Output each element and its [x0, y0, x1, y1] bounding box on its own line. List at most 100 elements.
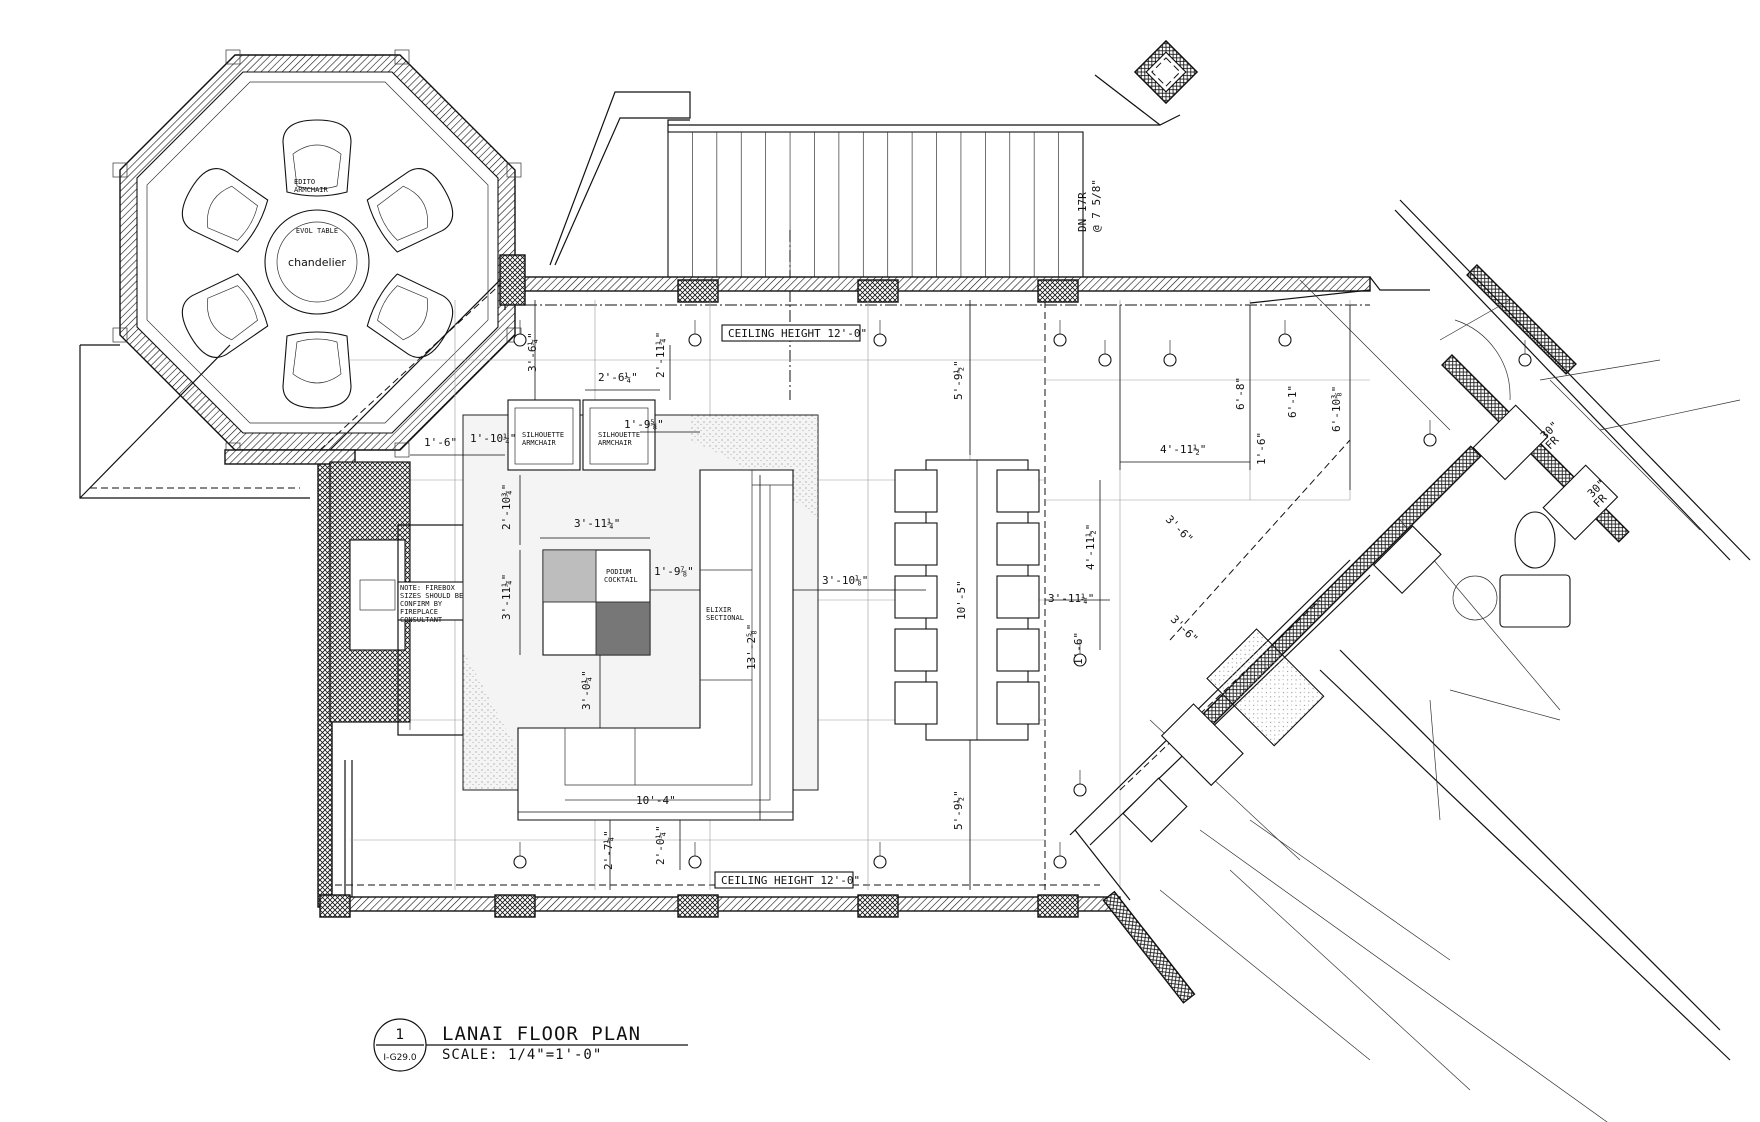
light-fixture [1098, 353, 1112, 367]
armchair [181, 273, 269, 358]
dining-armchairs: EDITO ARMCHAIR [181, 119, 454, 409]
light-fixture [1423, 433, 1437, 447]
firebox-note-3: CONFIRM BY [400, 600, 443, 608]
light-fixture [688, 333, 702, 347]
bar-stool [894, 522, 938, 566]
dimension-label: 10'-5" [955, 580, 968, 620]
silhouette-armchair-label-3: SILHOUETTE [598, 431, 640, 439]
bar-stool [996, 681, 1040, 725]
chandelier-label: chandelier [288, 256, 346, 269]
drawing-scale: SCALE: 1/4"=1'-0" [442, 1047, 602, 1063]
dimension-label: 5'-9½" [952, 790, 965, 830]
armchair [366, 168, 454, 253]
firebox-note: NOTE: FIREBOX [400, 584, 456, 592]
bar-stool [996, 628, 1040, 672]
dimension-label: 1'-6" [1072, 632, 1085, 665]
bar-stool [894, 575, 938, 619]
ceiling-height-bottom: CEILING HEIGHT 12'-0" [721, 874, 860, 887]
light-fixture [1073, 783, 1087, 797]
evol-table-label: EVOL TABLE [296, 227, 338, 235]
angled-wing-walls: 30" FR 30" FR [1069, 199, 1751, 1122]
dimension-label: 6'-1" [1286, 385, 1299, 418]
silhouette-armchair-label-2: ARMCHAIR [522, 439, 557, 447]
dimension-label: 1'-6" [1255, 432, 1268, 465]
elixir-label: ELIXIR [706, 606, 732, 614]
armchair [181, 168, 269, 253]
drawing-title-block: 1 I-G29.0 LANAI FLOOR PLAN SCALE: 1/4"=1… [373, 1018, 688, 1072]
ceiling-height-tags: CEILING HEIGHT 12'-0" CEILING HEIGHT 12'… [714, 324, 867, 889]
light-fixtures [513, 320, 1532, 869]
bar-stool [996, 522, 1040, 566]
stair-note-2: @ 7 5/8" [1090, 179, 1103, 232]
dimension-label: 2'-10¾" [500, 484, 513, 530]
armchair [282, 331, 352, 409]
sheet-reference: I-G29.0 [383, 1053, 417, 1063]
silhouette-armchairs: SILHOUETTE ARMCHAIR SILHOUETTE ARMCHAIR [507, 399, 656, 471]
light-fixture [513, 855, 527, 869]
dimension-label: 3'-11¼" [1048, 592, 1094, 605]
dimension-label: 3'-6" [1163, 513, 1196, 546]
light-fixture [1163, 353, 1177, 367]
dimension-label: 10'-4" [636, 794, 676, 807]
light-fixture [1518, 353, 1532, 367]
dimension-label: 3'-11¼" [500, 574, 513, 620]
dimension-label: 1'-9⅞" [654, 565, 694, 578]
bar-stool [894, 469, 938, 513]
dimension-label: 4'-11½" [1084, 524, 1097, 570]
light-fixture [873, 855, 887, 869]
firebox-note-4: FIREPLACE [400, 608, 438, 616]
column-post [1133, 39, 1199, 105]
bar-stool [894, 628, 938, 672]
dimension-label: 1'-9⅝" [624, 418, 664, 431]
ceiling-height-top: CEILING HEIGHT 12'-0" [728, 327, 867, 340]
armchair [282, 119, 352, 197]
bar-stool [894, 681, 938, 725]
gazebo-connectors [79, 264, 516, 499]
dimension-label: 6'-8" [1234, 377, 1247, 410]
dimension-label: 2'-7¼" [602, 830, 615, 870]
dimension-label: 13'-2⅝" [745, 624, 758, 670]
light-fixture [1278, 333, 1292, 347]
drawing-number: 1 [396, 1027, 405, 1043]
light-fixture [513, 333, 527, 347]
stair-note: DN 17R [1076, 192, 1089, 232]
firebox-note-5: CONSULTANT [400, 616, 443, 624]
dimension-label: 2'-0¼" [654, 825, 667, 865]
edito-armchair-label: EDITO [294, 178, 315, 186]
podium-cocktail-table: PODIUM COCKTAIL [542, 549, 651, 656]
elixir-sectional: ELIXIR SECTIONAL [517, 469, 794, 821]
podium-label-2: COCKTAIL [604, 576, 638, 584]
light-fixture [688, 855, 702, 869]
dimension-label: 1'-10¼" [470, 432, 516, 445]
dimension-lines [410, 300, 1351, 890]
dimension-label: 6'-10⅜" [1330, 386, 1343, 432]
edito-armchair-label-2: ARMCHAIR [294, 186, 329, 194]
dimension-label: 5'-9½" [952, 360, 965, 400]
dimension-label: 3'-0¼" [580, 670, 593, 710]
light-fixture [1053, 333, 1067, 347]
dimension-label: 3'-11¼" [574, 517, 620, 530]
silhouette-armchair-label: SILHOUETTE [522, 431, 564, 439]
elixir-label-2: SECTIONAL [706, 614, 744, 622]
drawing-title: LANAI FLOOR PLAN [442, 1023, 641, 1045]
dimension-labels: 3'-6¼" 2'-6¼" 2'-11¼" 1'-6" 1'-10¼" 1'-9… [424, 332, 1343, 870]
bar-stool [996, 575, 1040, 619]
dimension-label: 4'-11½" [1160, 443, 1206, 456]
dimension-label: 3'-6" [1168, 613, 1201, 646]
fireplace: NOTE: FIREBOX SIZES SHOULD BE CONFIRM BY… [329, 461, 467, 736]
main-room-walls [224, 254, 1371, 918]
dimension-label: 1'-6" [424, 436, 457, 449]
dimension-label: 2'-11¼" [654, 332, 667, 378]
silhouette-armchair-label-4: ARMCHAIR [598, 439, 633, 447]
light-fixture [873, 333, 887, 347]
stair: DN 17R @ 7 5/8" [549, 39, 1199, 400]
podium-label: PODIUM [606, 568, 631, 576]
dimension-label: 3'-6¼" [526, 332, 539, 372]
dimension-label: 3'-10⅛" [822, 574, 868, 587]
bar-stool [996, 469, 1040, 513]
evol-table: EVOL TABLE chandelier [264, 209, 370, 315]
firebox-note-2: SIZES SHOULD BE [400, 592, 463, 600]
dimension-label: 2'-6¼" [598, 371, 638, 384]
light-fixture [1053, 855, 1067, 869]
